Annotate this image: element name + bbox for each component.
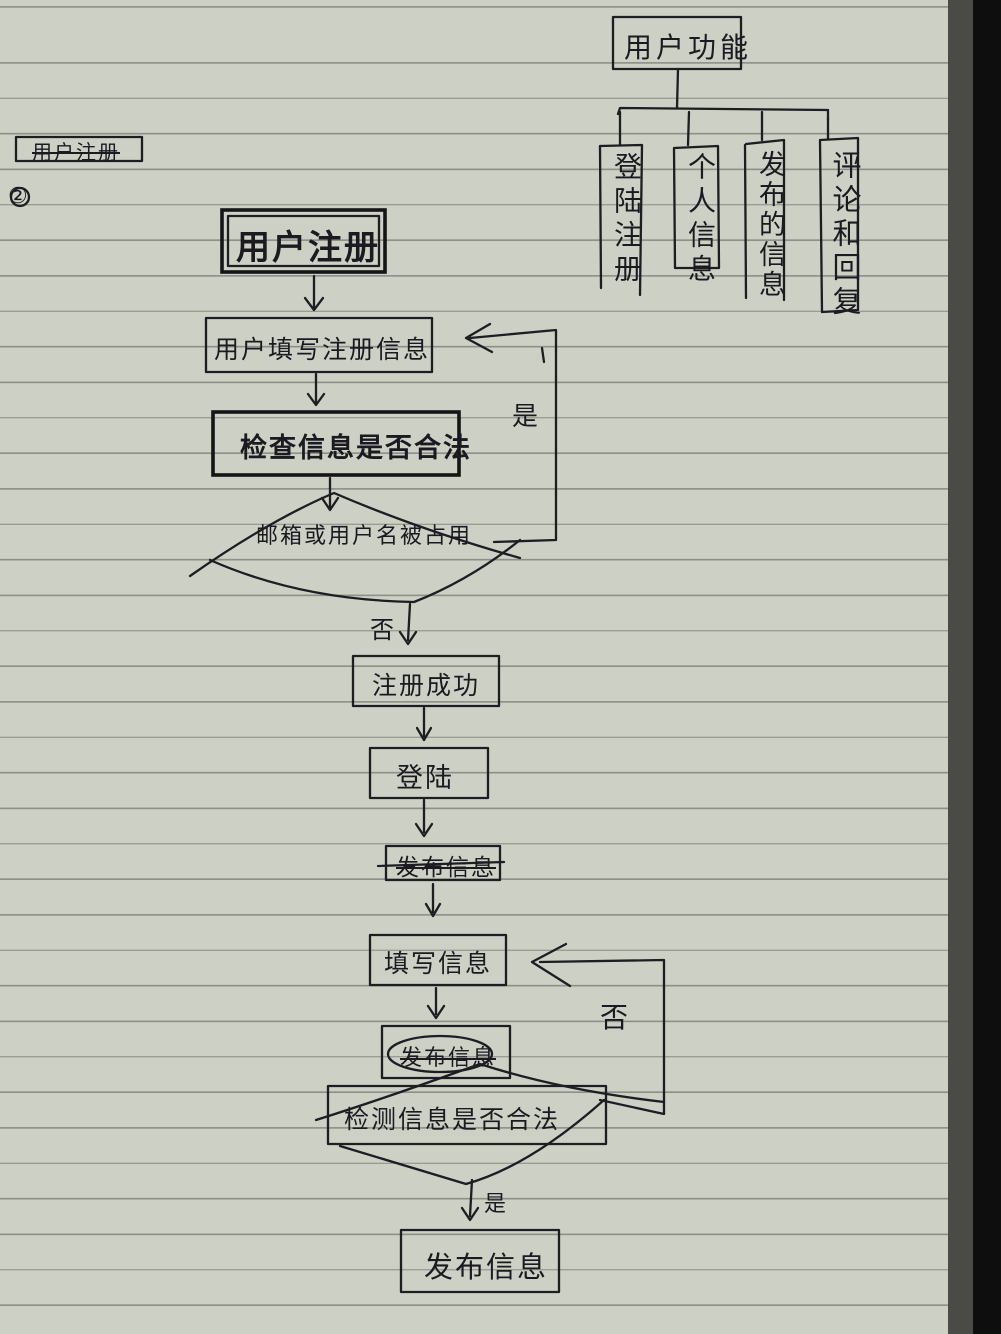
arrow-3 (320, 476, 340, 512)
page-edge (948, 0, 973, 1334)
struck-publish2-box (380, 1024, 512, 1080)
number-mark: ② (8, 184, 30, 209)
success-box (351, 654, 501, 708)
root-label: 用户功能 (624, 31, 753, 64)
publish-label: 发布信息 (424, 1250, 549, 1284)
arrow-5 (414, 798, 434, 838)
yes-tick (540, 346, 546, 364)
publish-box (399, 1228, 561, 1294)
struck-heading: 用户注册 (32, 140, 120, 164)
child-box-1b (598, 144, 603, 290)
success-label: 注册成功 (372, 671, 481, 700)
child-box-1 (598, 143, 644, 297)
arrow-1 (303, 274, 325, 312)
child-box-3b (743, 143, 748, 300)
strike-line (376, 860, 506, 868)
child-label-3: 发布的信息 (754, 150, 785, 300)
arrow-7 (426, 986, 446, 1020)
struck-publish2-oval (386, 1034, 494, 1074)
struck-publish-label: 发布信息 (396, 855, 496, 881)
child-label-2: 个人信息 (684, 152, 717, 288)
struck-heading-box (14, 135, 144, 163)
number-circle (9, 186, 31, 208)
arrow-2 (306, 372, 326, 407)
detect-label: 检测信息是否合法 (344, 1105, 561, 1134)
branch-2 (686, 110, 691, 147)
detect-box (326, 1084, 608, 1146)
no-arrow (398, 602, 418, 646)
tree-bar (616, 106, 830, 122)
no-label: 否 (370, 616, 396, 644)
fill-info-label: 用户填写注册信息 (214, 335, 431, 364)
decision-label: 邮箱或用户名被占用 (256, 524, 473, 549)
login-label: 登陆 (396, 763, 454, 794)
fill-label: 填写信息 (384, 949, 493, 978)
start-box-inner (226, 214, 381, 268)
dark-background (973, 0, 1001, 1334)
yes2-arrow (460, 1178, 480, 1222)
fill-info-box (204, 316, 434, 374)
fill-box (368, 933, 508, 987)
decision-diamond (188, 491, 522, 604)
detect-diamond (314, 1062, 666, 1186)
yes-loop-arrow (464, 322, 558, 544)
check-label: 检查信息是否合法 (240, 433, 472, 464)
yes2-label: 是 (484, 1192, 509, 1217)
child-label-1: 登陆注册 (610, 152, 643, 288)
no2-label: 否 (600, 1001, 631, 1034)
check-box (211, 410, 461, 477)
child-box-4 (818, 136, 860, 314)
start-box (220, 208, 387, 274)
child-box-3 (744, 138, 786, 302)
notebook-page (0, 0, 948, 1334)
struck-publish2-label: 发布信息 (400, 1046, 497, 1071)
arrow-6 (424, 882, 442, 918)
yes-label: 是 (512, 402, 541, 432)
arrow-4 (415, 706, 433, 742)
start-label: 用户注册 (236, 228, 380, 268)
child-label-4: 评论和回复 (828, 150, 862, 320)
no2-loop-arrow (530, 942, 666, 1116)
child-box-2 (672, 144, 721, 270)
root-connector (675, 67, 680, 110)
login-box (368, 746, 490, 800)
